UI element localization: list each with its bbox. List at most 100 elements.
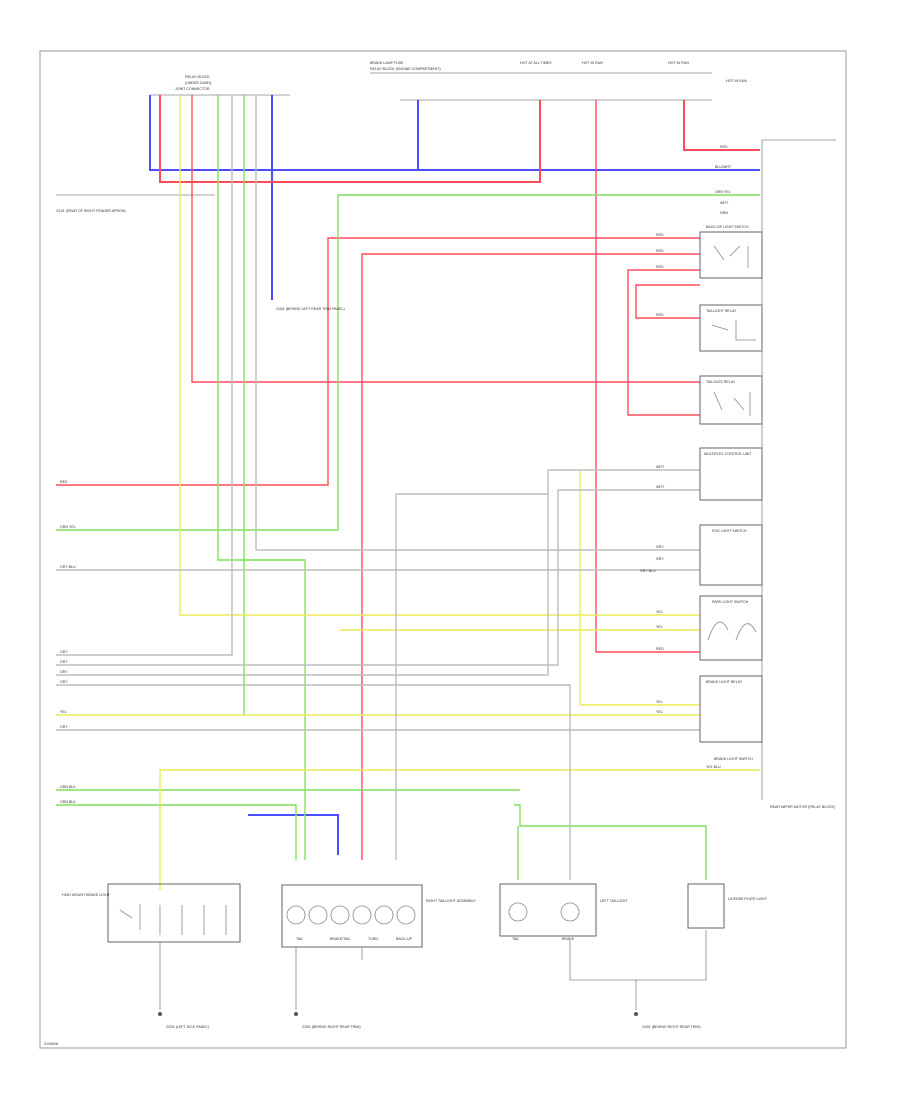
top-fuse-labels: BRAKE LAMP FUSE RELAY BLOCK (ENGINE COMP… xyxy=(370,61,747,101)
right-wire-labels: RED BLU/WHT GRN YEL WHT GRN RED RED RED … xyxy=(640,145,732,769)
backup-switch-symbol xyxy=(713,245,749,268)
left-wire-3: GRY BLU xyxy=(60,565,76,569)
taillight-relay-label: TAILLIGHT RELAY xyxy=(706,309,737,313)
high-mount-label: HIGH MOUNT BRAKE LIGHT xyxy=(62,893,111,897)
license-plate-label: LICENSE PLATE LIGHT xyxy=(728,897,768,901)
bulb-label-1: TAIL xyxy=(296,937,303,941)
right-wire-10: WHT xyxy=(656,465,665,469)
left-wire-labels: RED GRN YEL GRY BLU GRY GRY GRY GRY YEL … xyxy=(60,480,76,804)
top-label-4: HOT IN RUN xyxy=(582,61,603,65)
top-label-5: HOT IN RUN xyxy=(668,61,689,65)
right-taillight-assembly: RIGHT TAILLIGHT ASSEMBLY TAIL BRAKE/TAIL… xyxy=(281,884,476,1010)
fog-switch-box xyxy=(699,524,763,586)
wire-green-right xyxy=(514,804,707,880)
wire-red-hot-run xyxy=(595,100,700,653)
brake-switch-label: BRAKE LIGHT SWITCH xyxy=(714,757,753,761)
ground-note-4: G401 (BEHIND LEFT REAR TRIM PANEL) xyxy=(276,307,345,311)
left-wire-2: GRN YEL xyxy=(60,525,76,529)
wire-red-mid xyxy=(191,95,700,383)
wire-blue-bottom xyxy=(248,814,339,855)
wire-red-right-loop xyxy=(627,269,700,416)
left-taillight: LEFT TAILLIGHT TAIL BRAKE xyxy=(499,883,707,1010)
ground-dot-1 xyxy=(158,1012,162,1016)
left-wire-5: GRY xyxy=(60,660,68,664)
right-wire-17: RED xyxy=(656,647,664,651)
wire-gray-3 xyxy=(255,95,700,551)
right-component-column: TAILLIGHT RELAY TAILGATE RELAY MULTIPLEX… xyxy=(699,139,836,809)
left-taillight-label: LEFT TAILLIGHT xyxy=(600,899,628,903)
tailgate-relay-box xyxy=(699,375,763,425)
top-left-relay-block: RELAY BLOCK (UNDER DASH) JOINT CONNECTOR xyxy=(150,75,290,96)
top-label-6: HOT IN RUN xyxy=(726,79,747,83)
right-wire-15: YEL xyxy=(656,610,663,614)
right-wire-5: GRN xyxy=(720,211,728,215)
left-wire-7: GRY xyxy=(60,680,68,684)
left-taillight-ground xyxy=(569,930,707,1010)
right-wire-7: RED xyxy=(656,249,664,253)
left-tail-label: TAIL xyxy=(512,937,519,941)
wire-yellow-5 xyxy=(159,769,760,890)
right-wire-19: YEL xyxy=(656,710,663,714)
left-wire-8: YEL xyxy=(60,710,67,714)
wire-red-top-right xyxy=(683,100,760,151)
left-bulb-tail xyxy=(508,902,528,922)
park-switch-label: PARK LIGHT SWITCH xyxy=(712,600,749,604)
top-label-3: HOT AT ALL TIMES xyxy=(520,61,552,65)
right-wire-2: BLU/WHT xyxy=(715,165,732,169)
right-wire-8: RED xyxy=(656,265,664,269)
left-wire-1: RED xyxy=(60,480,68,484)
bulb-5 xyxy=(374,905,394,925)
right-taillight-ground xyxy=(295,947,363,1010)
bottom-ground-notes: G201 (LEFT KICK PANEL) G301 (BEHIND RIGH… xyxy=(158,307,701,1029)
wire-green-left xyxy=(56,194,760,531)
bulb-2 xyxy=(308,905,328,925)
bulb-4 xyxy=(352,905,372,925)
wire-red-right-loop-2 xyxy=(635,284,700,319)
bulb-label-2: BRAKE/TAIL xyxy=(330,937,351,941)
right-wire-1: RED xyxy=(720,145,728,149)
left-wire-11: GRN BLK xyxy=(60,800,76,804)
ground-note-2: G301 (BEHIND RIGHT REAR TRIM) xyxy=(302,1025,361,1029)
top-label-2: RELAY BLOCK (ENGINE COMPARTMENT) xyxy=(370,67,441,71)
brake-relay-box xyxy=(699,675,763,743)
right-wire-20: YEL BLU xyxy=(706,765,721,769)
bulb-1 xyxy=(286,905,306,925)
right-wire-18: YEL xyxy=(656,700,663,704)
top-label-1: BRAKE LAMP FUSE xyxy=(370,61,404,65)
wire-green-down-1 xyxy=(217,95,306,860)
rear-wiper-label: REAR WIPER MOTOR (RELAY BLOCK) xyxy=(770,805,835,809)
right-wire-3: GRN YEL xyxy=(715,190,731,194)
taillight-relay-symbol xyxy=(711,320,756,341)
relay-block-label-2: (UNDER DASH) xyxy=(185,81,211,85)
left-bulb-brake xyxy=(560,902,580,922)
right-wire-14: GRY BLU xyxy=(640,569,656,573)
right-wire-9: RED xyxy=(656,313,664,317)
footer-code: 01/06/08 xyxy=(44,1042,58,1046)
wire-red-down xyxy=(361,253,700,860)
bulb-label-4: BACK-UP xyxy=(396,937,413,941)
right-wire-12: GRY xyxy=(656,545,664,549)
ground-dot-3 xyxy=(634,1012,638,1016)
right-taillight-box xyxy=(281,884,423,948)
ground-note-3: G401 (BEHIND RIGHT REAR TRIM) xyxy=(642,1025,701,1029)
left-wire-6: GRY xyxy=(60,670,68,674)
multiplex-box xyxy=(699,447,763,501)
right-wire-6: RED xyxy=(656,233,664,237)
tailgate-relay-symbol xyxy=(713,391,751,416)
bulb-3 xyxy=(330,905,350,925)
brake-relay-label: BRAKE LIGHT RELAY xyxy=(706,680,743,684)
left-taillight-box xyxy=(499,883,597,937)
left-wire-10: GRN BLK xyxy=(60,785,76,789)
left-wire-9: GRY xyxy=(60,725,68,729)
ground-note-upper: G101 (REAR OF RIGHT FENDER APRON) xyxy=(56,209,126,213)
backup-switch-label: BACK-UP LIGHT SWITCH xyxy=(706,225,749,229)
right-wire-16: YEL xyxy=(656,625,663,629)
wire-gray-5 xyxy=(56,469,700,676)
left-wire-4: GRY xyxy=(60,650,68,654)
high-mount-diodes xyxy=(159,905,227,935)
backup-switch-box xyxy=(699,231,763,279)
wire-gray-4 xyxy=(56,489,700,666)
wire-gray-2 xyxy=(56,95,233,656)
right-taillight-label: RIGHT TAILLIGHT ASSEMBLY xyxy=(426,899,476,903)
wire-red-top xyxy=(159,95,541,183)
